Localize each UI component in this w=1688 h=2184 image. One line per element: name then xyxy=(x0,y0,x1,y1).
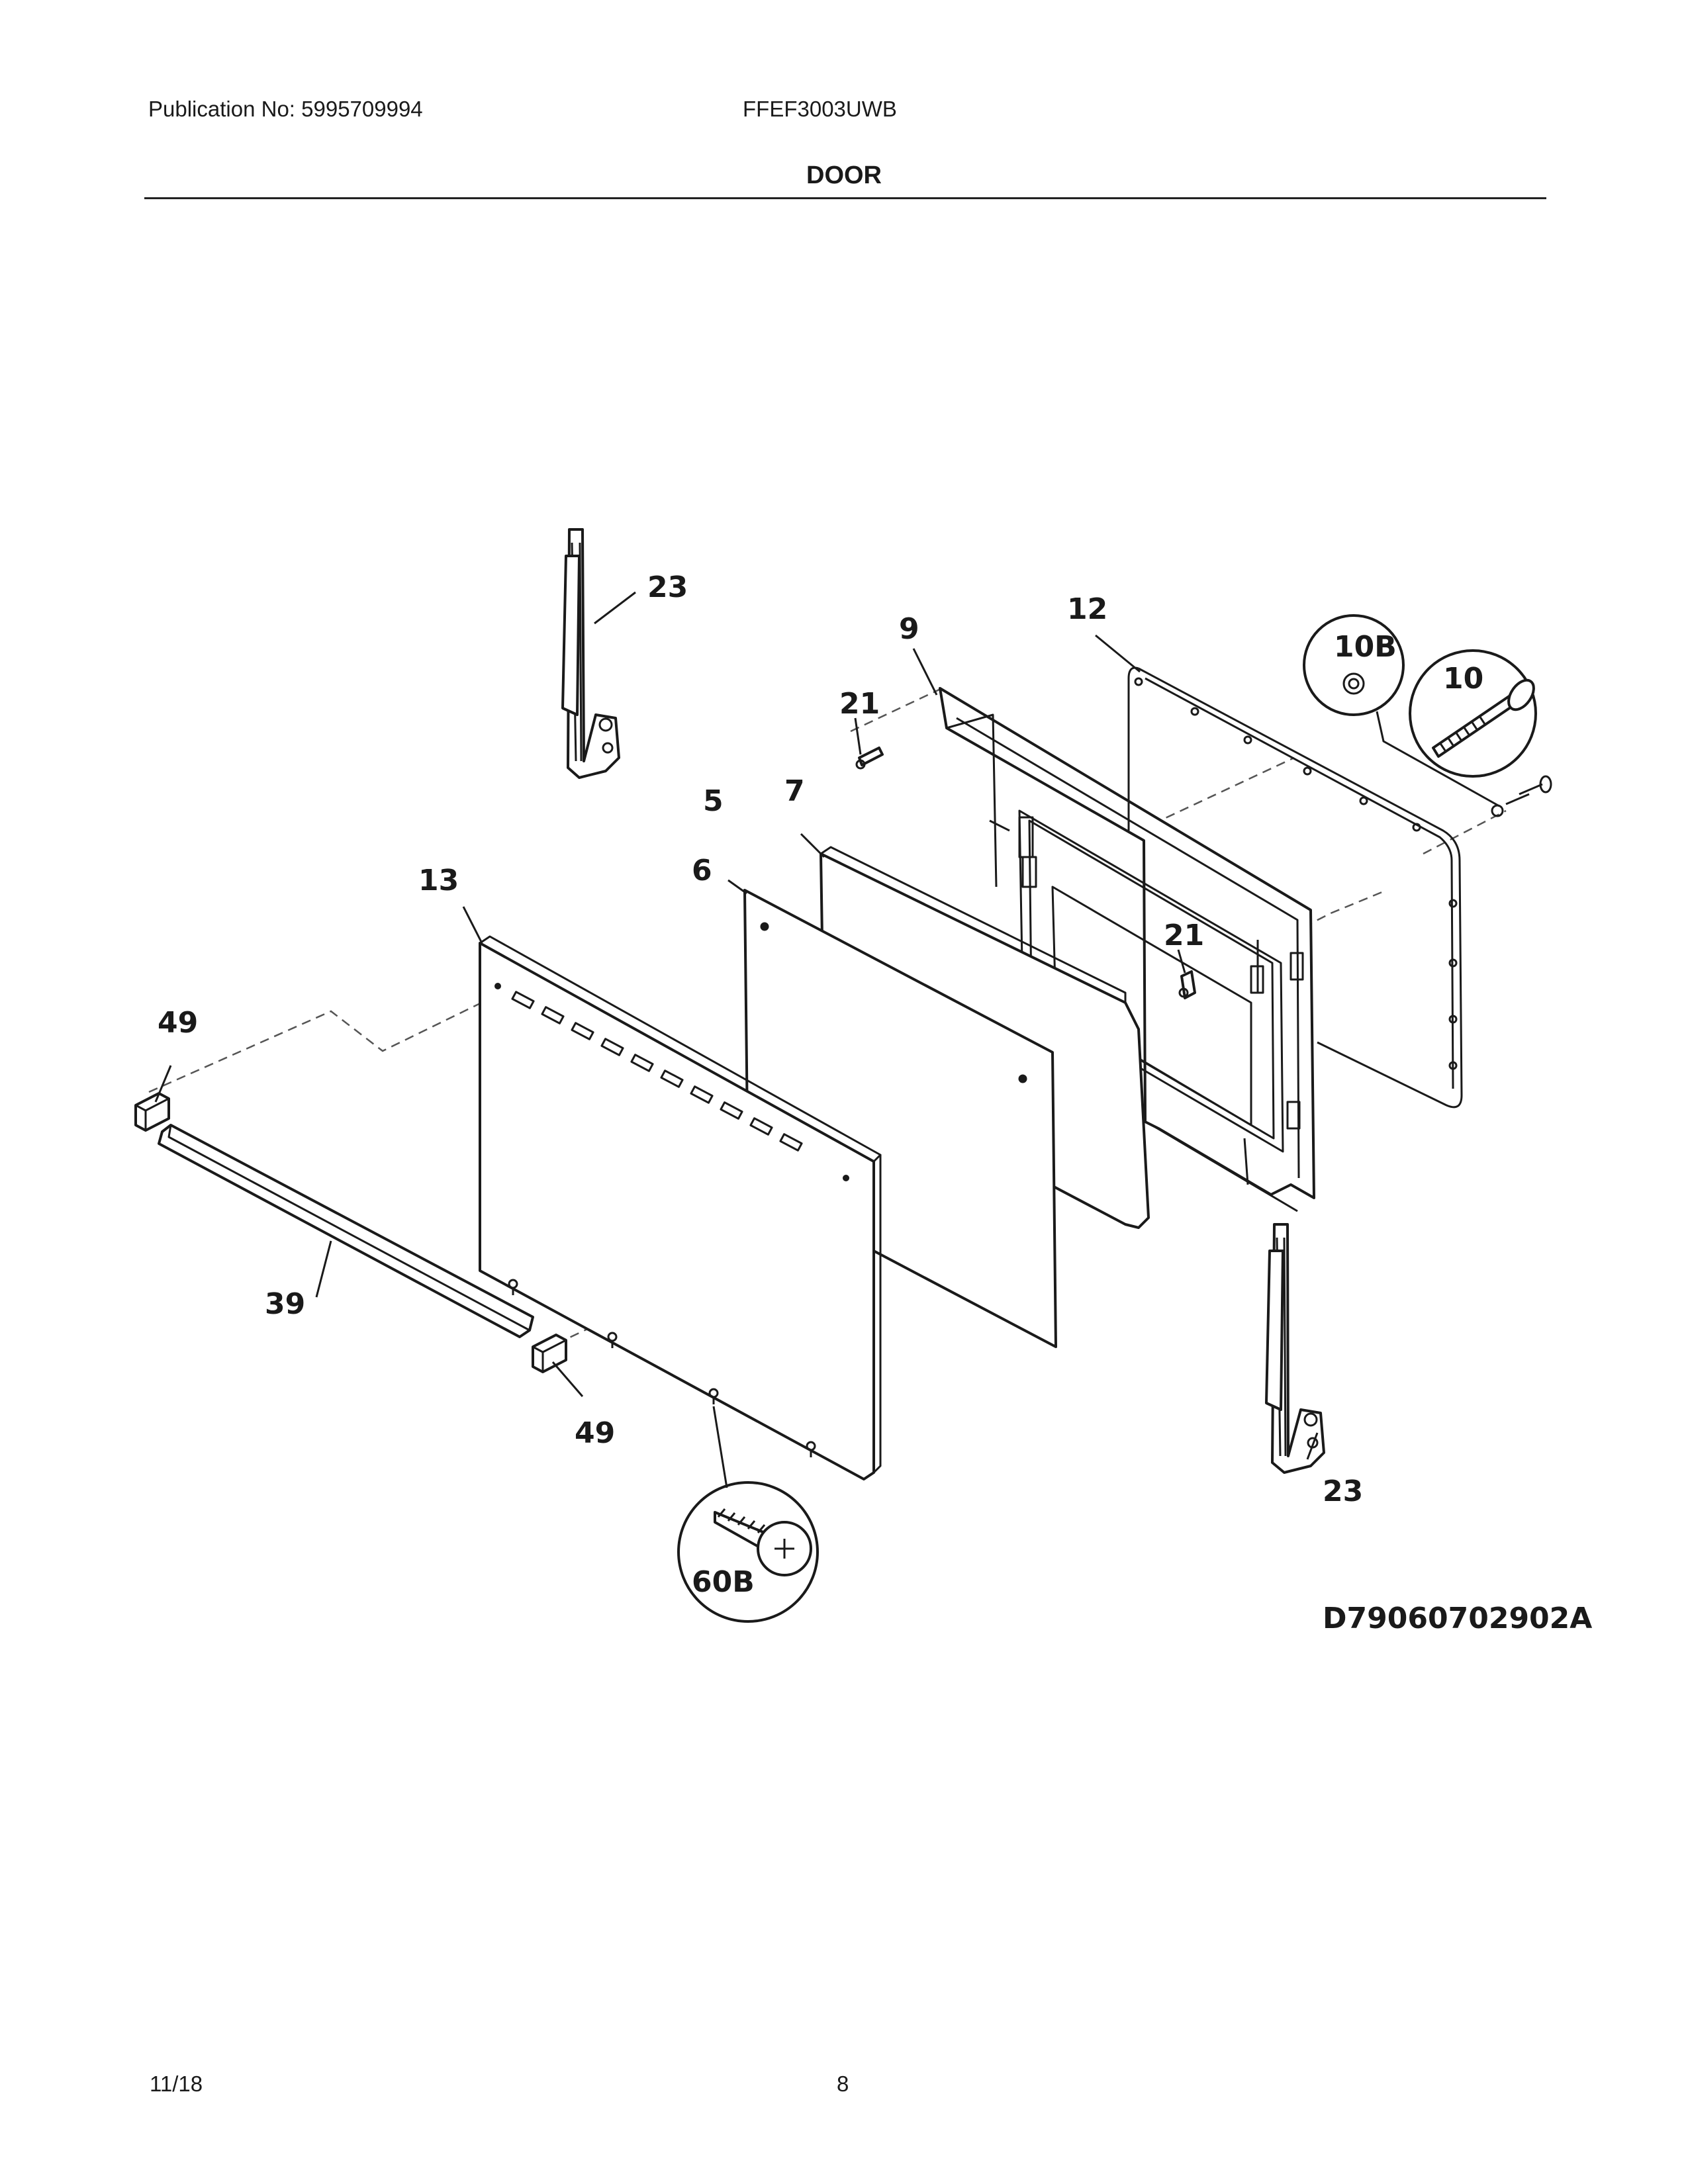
model-number: FFEF3003UWB xyxy=(743,97,897,121)
callout-hinge-top: 23 xyxy=(647,570,688,604)
callout-door-screw: 60B xyxy=(692,1565,755,1599)
door-gasket xyxy=(1127,666,1463,1109)
footer-date: 11/18 xyxy=(150,2071,203,2096)
callout-hinge-bottom: 23 xyxy=(1323,1475,1363,1508)
handle-trim xyxy=(158,1124,534,1338)
callout-gasket: 12 xyxy=(1067,592,1107,626)
callout-middle-glass: 6 xyxy=(692,854,712,887)
hinge-top xyxy=(561,528,620,779)
callout-clip-top: 21 xyxy=(839,687,880,721)
callout-end-cap-left: 49 xyxy=(158,1006,198,1040)
screw-assembled xyxy=(1491,775,1552,817)
callout-inner-glass: 7 xyxy=(784,774,805,808)
detail-door-screw-60b xyxy=(677,1481,819,1623)
leader-lines xyxy=(154,591,1319,1488)
middle-glass xyxy=(743,889,1057,1348)
hinge-bottom xyxy=(1265,1223,1325,1474)
clip-right xyxy=(1178,970,1196,999)
door-frame xyxy=(939,687,1315,1212)
vent-slots xyxy=(511,991,803,1152)
detail-screw-10 xyxy=(1409,649,1537,778)
drawing-id: D79060702902A xyxy=(1323,1602,1592,1635)
callout-outer-door: 13 xyxy=(418,864,459,897)
page-title: DOOR xyxy=(806,161,882,189)
clip-top xyxy=(855,747,884,770)
callout-screw: 10 xyxy=(1443,662,1483,696)
callout-handle-trim: 39 xyxy=(265,1287,305,1321)
end-cap-left xyxy=(134,1092,170,1132)
detail-washer-10b xyxy=(1303,614,1405,716)
page-number: 8 xyxy=(837,2071,849,2096)
publication-number: Publication No: 5995709994 xyxy=(148,97,423,121)
end-cap-bottom xyxy=(532,1334,567,1373)
header-rule xyxy=(144,197,1546,199)
callout-labels: 23 9 12 10B 10 21 21 5 7 6 13 49 39 49 2… xyxy=(158,570,1483,1599)
callout-washer: 10B xyxy=(1334,630,1397,664)
callout-glass-pack: 5 xyxy=(703,784,724,818)
callout-end-cap-bottom: 49 xyxy=(575,1416,615,1450)
outer-door-panel xyxy=(479,935,882,1480)
callout-clip-right: 21 xyxy=(1164,919,1204,952)
callout-door-frame: 9 xyxy=(899,612,919,646)
